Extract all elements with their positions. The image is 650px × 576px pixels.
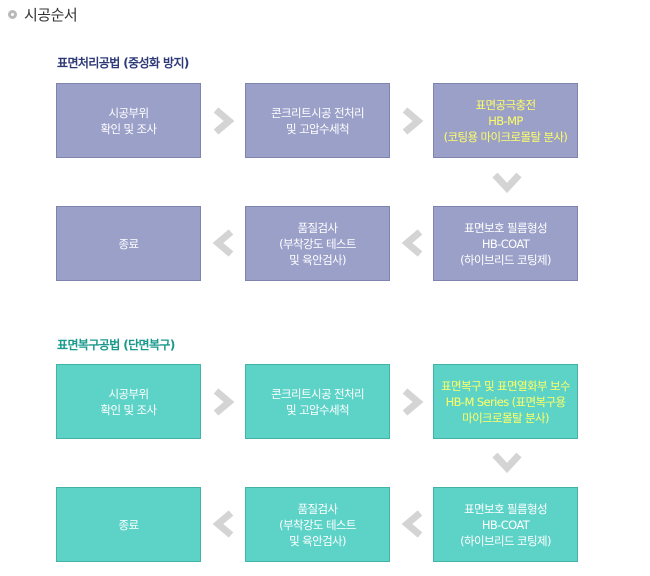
s1-step-end-label: 종료	[118, 236, 140, 251]
s1-step-quality-check-line1: 품질검사	[297, 220, 339, 235]
section2-title: 표면복구공법 (단면복구)	[57, 338, 175, 352]
s2-step-end: 종료	[56, 487, 201, 562]
chevron-down-icon	[491, 166, 523, 198]
s2-step-quality-check-line3: 및 육안검사)	[289, 533, 346, 548]
s2-step-surface-repair-line2: HB-M Series (표면복구용	[445, 394, 566, 409]
s2-step-end-label: 종료	[118, 517, 140, 532]
page-title: 시공순서	[24, 5, 78, 24]
s1-step-pore-filling-line3: (코팅용 마이크로몰탈 분사)	[443, 129, 568, 144]
s1-step-pretreatment: 콘크리트시공 전처리 및 고압수세척	[245, 83, 390, 158]
s2-step-surface-repair: 표면복구 및 표면열화부 보수 HB-M Series (표면복구용 마이크로몰…	[433, 364, 578, 439]
chevron-left-icon	[208, 227, 240, 259]
s2-step-survey: 시공부위 확인 및 조사	[56, 364, 201, 439]
s2-step-quality-check: 품질검사 (부착강도 테스트 및 육안검사)	[245, 487, 390, 562]
s1-step-survey-line1: 시공부위	[108, 105, 150, 120]
circle-bullet-icon	[8, 9, 17, 19]
chevron-left-icon	[397, 227, 429, 259]
s2-step-film-coating-line2: HB-COAT	[481, 517, 530, 532]
s2-step-surface-repair-line3: 마이크로몰탈 분사)	[462, 410, 549, 425]
s1-step-film-coating-line2: HB-COAT	[481, 236, 530, 251]
s1-step-survey: 시공부위 확인 및 조사	[56, 83, 201, 158]
s1-step-film-coating-line3: (하이브리드 코팅제)	[460, 252, 551, 267]
s1-step-pore-filling: 표면공극충전 HB-MP (코팅용 마이크로몰탈 분사)	[433, 83, 578, 158]
s1-step-quality-check-line2: (부착강도 테스트	[279, 236, 356, 251]
s2-step-quality-check-line2: (부착강도 테스트	[279, 517, 356, 532]
s1-step-end: 종료	[56, 206, 201, 281]
s1-step-quality-check-line3: 및 육안검사)	[289, 252, 346, 267]
s1-step-pretreatment-line1: 콘크리트시공 전처리	[271, 105, 364, 120]
s2-step-survey-line2: 확인 및 조사	[100, 402, 157, 417]
s2-step-pretreatment-line1: 콘크리트시공 전처리	[271, 386, 364, 401]
s2-step-survey-line1: 시공부위	[108, 386, 150, 401]
chevron-right-icon	[207, 105, 239, 137]
chevron-left-icon	[397, 508, 429, 540]
s1-step-pore-filling-line2: HB-MP	[488, 113, 523, 128]
chevron-right-icon	[396, 386, 428, 418]
s1-step-pore-filling-line1: 표면공극충전	[475, 97, 536, 112]
chevron-down-icon	[491, 446, 523, 478]
s2-step-quality-check-line1: 품질검사	[297, 501, 339, 516]
s1-step-film-coating-line1: 표면보호 필름형성	[464, 220, 548, 235]
chevron-left-icon	[208, 508, 240, 540]
s1-step-pretreatment-line2: 및 고압수세척	[286, 121, 350, 136]
s2-step-film-coating-line1: 표면보호 필름형성	[464, 501, 548, 516]
chevron-right-icon	[207, 386, 239, 418]
s1-step-quality-check: 품질검사 (부착강도 테스트 및 육안검사)	[245, 206, 390, 281]
s2-step-pretreatment: 콘크리트시공 전처리 및 고압수세척	[245, 364, 390, 439]
s2-step-surface-repair-line1: 표면복구 및 표면열화부 보수	[441, 378, 571, 393]
chevron-right-icon	[396, 105, 428, 137]
s2-step-film-coating-line3: (하이브리드 코팅제)	[460, 533, 551, 548]
s2-step-pretreatment-line2: 및 고압수세척	[286, 402, 350, 417]
s2-step-film-coating: 표면보호 필름형성 HB-COAT (하이브리드 코팅제)	[433, 487, 578, 562]
s1-step-survey-line2: 확인 및 조사	[100, 121, 157, 136]
s1-step-film-coating: 표면보호 필름형성 HB-COAT (하이브리드 코팅제)	[433, 206, 578, 281]
page-header: 시공순서	[8, 4, 78, 24]
section1-title: 표면처리공법 (중성화 방지)	[57, 56, 189, 70]
